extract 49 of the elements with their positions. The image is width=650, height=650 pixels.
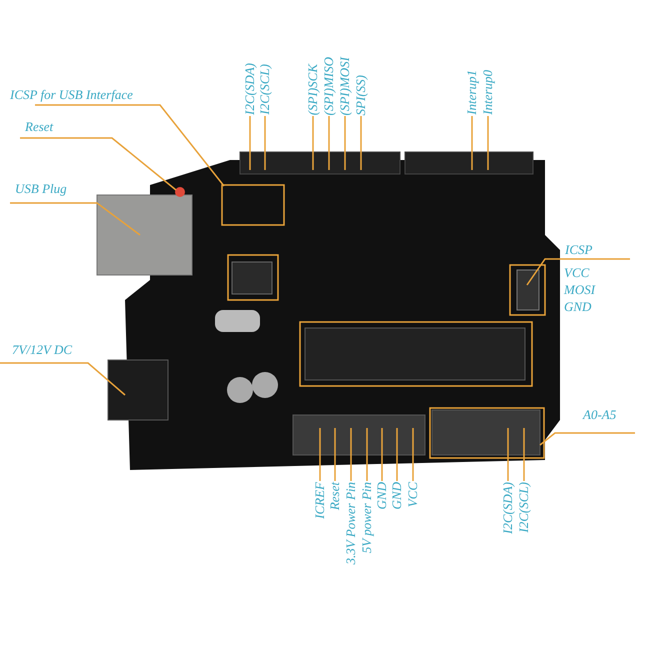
leader-line [20, 137, 176, 191]
leader-line [328, 116, 330, 170]
callout-label: ICSP for USB Interface [10, 88, 133, 102]
callout-label: ICREF [313, 482, 327, 519]
callout-label: 7V/12V DC [12, 343, 72, 357]
leader-line [350, 428, 352, 481]
leader-line [540, 432, 635, 446]
leader-line [344, 116, 346, 170]
callout-label: 3.3V Power Pin [344, 482, 358, 564]
leader-line [35, 104, 225, 186]
callout-label: A0-A5 [583, 408, 616, 422]
callout-label: ICSP [565, 243, 592, 257]
callout-label: (SPI)SCK [306, 64, 320, 115]
leader-line [312, 116, 314, 170]
callout-label: USB Plug [15, 182, 67, 196]
callout-label: Reset [328, 482, 342, 510]
callout-label: GND [390, 482, 404, 510]
leader-line [319, 428, 321, 481]
callout-label: 5V power Pin [360, 482, 374, 554]
leader-line [381, 428, 383, 481]
leader-line [412, 428, 414, 481]
leader-line [507, 428, 509, 481]
callout-label: (SPI)MOSI [338, 56, 352, 115]
callout-label: Interup0 [481, 70, 495, 115]
pin-label: VCC [564, 266, 590, 280]
leader-line [10, 202, 140, 236]
callout-label: Reset [25, 120, 54, 134]
leader-line [334, 428, 336, 481]
callout-label: GND [375, 482, 389, 510]
pin-label: MOSI [564, 283, 596, 297]
leader-line [360, 116, 362, 170]
callout-label: I2C(SDA) [501, 482, 515, 534]
leader-line [249, 116, 251, 170]
leader-line [396, 428, 398, 481]
leader-line [526, 258, 630, 286]
callout-label: I2C(SDA) [243, 63, 257, 115]
callout-label: I2C(SCL) [517, 482, 531, 533]
leader-line [471, 116, 473, 170]
leader-line [264, 116, 266, 170]
leader-line [366, 428, 368, 481]
leader-line [523, 428, 525, 481]
leader-line [487, 116, 489, 170]
pin-label: GND [564, 300, 592, 314]
callout-label: VCC [406, 482, 420, 508]
callout-label: Interup1 [465, 70, 479, 115]
callout-label: SPI(SS) [354, 74, 368, 115]
callout-label: I2C(SCL) [258, 64, 272, 115]
leader-line [0, 362, 126, 396]
callout-label: (SPI)MISO [322, 56, 336, 115]
